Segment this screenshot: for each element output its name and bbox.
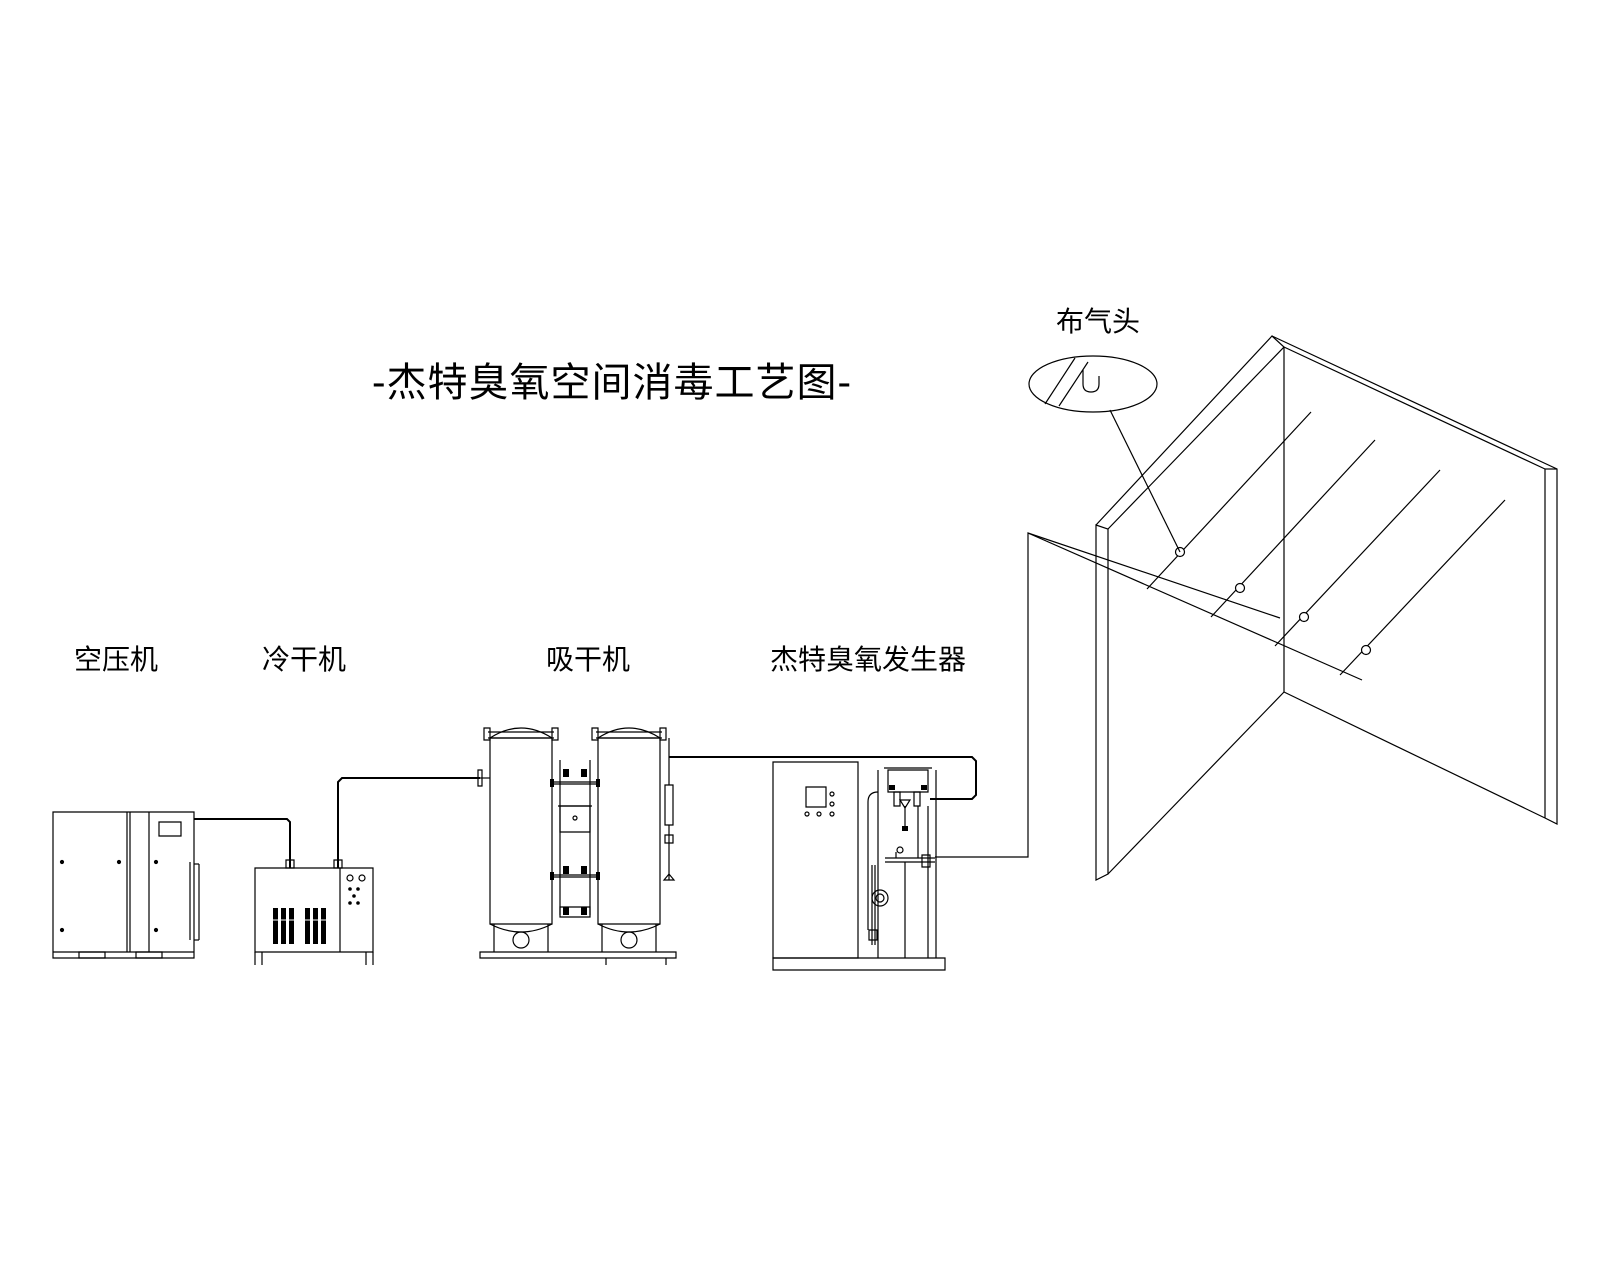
refrigerated-dryer (255, 860, 373, 965)
nozzle-3 (1300, 613, 1309, 622)
nozzle-2 (1236, 584, 1245, 593)
pipe-generator-to-room (935, 533, 1280, 857)
nozzle-detail-callout (1029, 356, 1180, 552)
pipe-adsorber-to-generator (669, 757, 976, 799)
air-compressor-label: 空压机 (74, 643, 159, 676)
disinfection-room (1028, 336, 1557, 880)
adsorption-dryer-label: 吸干机 (546, 643, 631, 676)
adsorption-dryer (478, 728, 676, 965)
nozzle-4 (1362, 646, 1371, 655)
diagram-title: -杰特臭氧空间消毒工艺图- (372, 360, 853, 406)
ozone-generator-label: 杰特臭氧发生器 (770, 643, 967, 676)
air-compressor (53, 812, 199, 958)
pipe-compressor-to-dryer (194, 778, 480, 868)
nozzle-label: 布气头 (1056, 305, 1141, 338)
ozone-generator (773, 762, 945, 970)
refrigerated-dryer-label: 冷干机 (262, 643, 347, 676)
